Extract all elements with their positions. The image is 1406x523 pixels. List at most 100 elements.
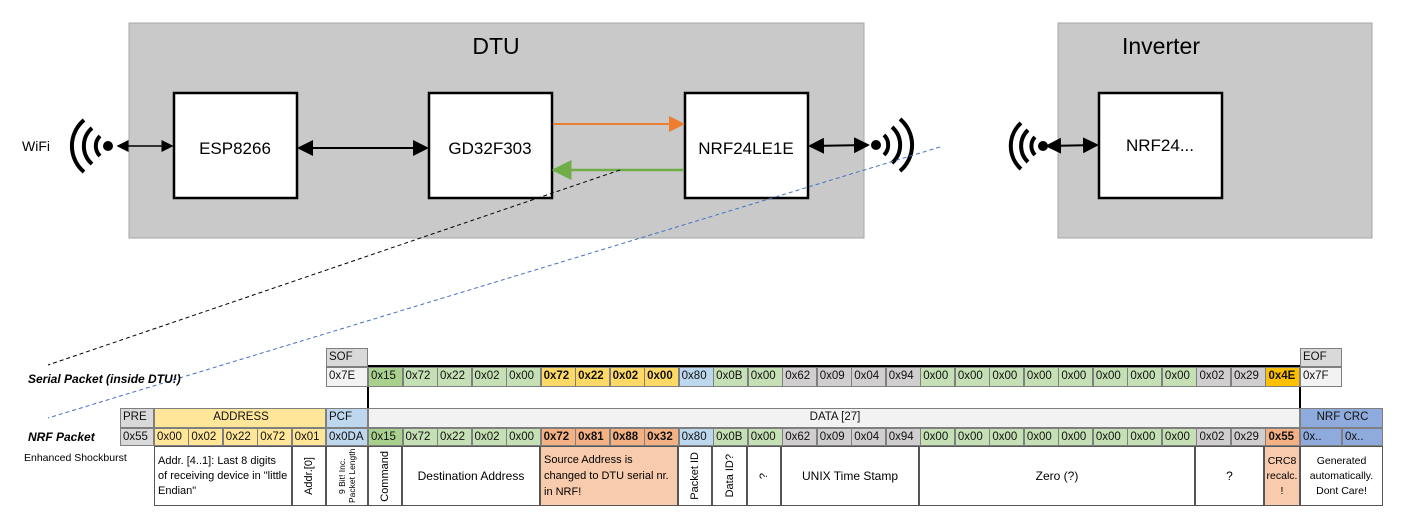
eof-header: EOF xyxy=(1300,348,1342,367)
desc-zero: Zero (?) xyxy=(919,446,1195,506)
nrf-byte: 0x94 xyxy=(885,428,921,446)
serial-byte: 0x02 xyxy=(609,367,645,387)
nrf-byte: 0x00 xyxy=(1058,428,1094,446)
inverter-nrf-block xyxy=(1097,91,1224,200)
nrf24le1e-block xyxy=(683,91,810,200)
nrf-crc-byte: 0x.. xyxy=(1342,428,1383,446)
wifi-icon-nrf xyxy=(871,117,915,173)
nrf-byte: 0x72 xyxy=(540,428,576,446)
inverter-nrf-label: NRF24... xyxy=(1126,136,1194,155)
nrf-byte: 0x00 xyxy=(954,428,990,446)
serial-byte: 0x15 xyxy=(368,367,404,387)
nrf-byte: 0x00 xyxy=(1092,428,1128,446)
serial-byte: 0x02 xyxy=(1196,367,1232,387)
address-byte: 0x01 xyxy=(291,428,327,446)
nrf-byte: 0x09 xyxy=(816,428,852,446)
desc-generated: Generated automatically. Dont Care! xyxy=(1300,446,1383,506)
desc-destination: Destination Address xyxy=(402,446,540,506)
serial-byte: 0x00 xyxy=(989,367,1025,387)
serial-byte: 0x94 xyxy=(885,367,921,387)
serial-byte: 0x62 xyxy=(782,367,818,387)
nrf-byte: 0x00 xyxy=(506,428,542,446)
nrf-byte: 0x00 xyxy=(1023,428,1059,446)
serial-byte: 0x00 xyxy=(644,367,680,387)
serial-byte: 0x00 xyxy=(1058,367,1094,387)
gd32-block xyxy=(427,91,554,200)
serial-byte: 0x04 xyxy=(851,367,887,387)
serial-byte: 0x09 xyxy=(816,367,852,387)
address-byte: 0x02 xyxy=(188,428,224,446)
serial-byte: 0x00 xyxy=(920,367,956,387)
serial-byte: 0x02 xyxy=(471,367,507,387)
serial-byte: 0x0B xyxy=(713,367,749,387)
address-byte: 0x00 xyxy=(154,428,189,446)
address-header: ADDRESS xyxy=(154,408,326,428)
serial-byte: 0x22 xyxy=(575,367,611,387)
serial-byte: 0x22 xyxy=(437,367,473,387)
nrf-dashed-line xyxy=(47,146,941,419)
inverter-title: Inverter xyxy=(1122,33,1200,59)
serial-byte: 0x80 xyxy=(678,367,714,387)
address-byte: 0x72 xyxy=(257,428,293,446)
nrf-byte: 0x72 xyxy=(402,428,438,446)
desc-timestamp: UNIX Time Stamp xyxy=(781,446,919,506)
serial-packet-label: Serial Packet (inside DTU!) xyxy=(28,372,181,386)
nrf-byte: 0x02 xyxy=(1196,428,1232,446)
pre-header: PRE xyxy=(120,408,154,428)
address-byte: 0x22 xyxy=(222,428,258,446)
serial-byte: 0x00 xyxy=(1092,367,1128,387)
nrf-antenna-arrow xyxy=(808,137,870,154)
eof-value: 0x7F xyxy=(1300,367,1342,387)
pcf-value: 0x0DA xyxy=(326,428,368,446)
serial-byte: 0x72 xyxy=(540,367,576,387)
desc-pcf: 9 Bit! Inc. Packet Length xyxy=(326,446,368,506)
nrf-byte: 0x00 xyxy=(1127,428,1163,446)
nrf-byte: 0x00 xyxy=(747,428,783,446)
desc-addr-0: Addr.[0] xyxy=(292,446,326,506)
nrf-byte: 0x80 xyxy=(678,428,714,446)
desc-crc8: CRC8 recalc. ! xyxy=(1264,446,1300,506)
serial-byte: 0x00 xyxy=(747,367,783,387)
desc-unknown-2: ? xyxy=(1195,446,1264,506)
nrf24le1e-label: NRF24LE1E xyxy=(698,139,793,158)
serial-byte: 0x00 xyxy=(1161,367,1197,387)
nrf-byte: 0x00 xyxy=(989,428,1025,446)
nrf-byte: 0x22 xyxy=(437,428,473,446)
sof-value: 0x7E xyxy=(326,367,368,387)
serial-byte: 0x29 xyxy=(1230,367,1266,387)
pre-value: 0x55 xyxy=(120,428,154,446)
serial-byte: 0x00 xyxy=(1023,367,1059,387)
serial-byte: 0x72 xyxy=(402,367,438,387)
nrf-byte: 0x15 xyxy=(368,428,404,446)
desc-data-id: Data ID? xyxy=(712,446,747,506)
nrf-byte: 0x00 xyxy=(1161,428,1197,446)
nrf-byte: 0x29 xyxy=(1230,428,1266,446)
wifi-icon-inverter xyxy=(1008,121,1048,171)
desc-command: Command xyxy=(368,446,402,506)
dtu-title: DTU xyxy=(472,33,519,59)
desc-addr-41: Addr. [4..1]: Last 8 digits of receiving… xyxy=(154,446,292,506)
nrf-byte: 0x81 xyxy=(575,428,611,446)
nrf-crc-byte: 0x.. xyxy=(1300,428,1342,446)
inverter-antenna-arrow xyxy=(1045,137,1099,154)
serial-byte: 0x00 xyxy=(954,367,990,387)
serial-byte: 0x4E xyxy=(1265,367,1301,387)
nrf-byte: 0x88 xyxy=(609,428,645,446)
wifi-icon-left xyxy=(69,118,113,174)
sof-header: SOF xyxy=(326,348,368,367)
nrf-byte: 0x62 xyxy=(782,428,818,446)
nrf-byte: 0x55 xyxy=(1265,428,1301,446)
desc-packet-id: Packet ID xyxy=(678,446,712,506)
nrf-byte: 0x0B xyxy=(713,428,749,446)
gd32-label: GD32F303 xyxy=(448,139,531,158)
nrf-byte: 0x04 xyxy=(851,428,887,446)
esp8266-label: ESP8266 xyxy=(199,139,271,158)
nrf-byte: 0x02 xyxy=(471,428,507,446)
serial-byte: 0x00 xyxy=(506,367,542,387)
wifi-label: WiFi xyxy=(22,138,50,154)
nrf-packet-label: NRF Packet xyxy=(28,430,95,444)
nrf-byte: 0x32 xyxy=(644,428,680,446)
nrf-byte: 0x00 xyxy=(920,428,956,446)
